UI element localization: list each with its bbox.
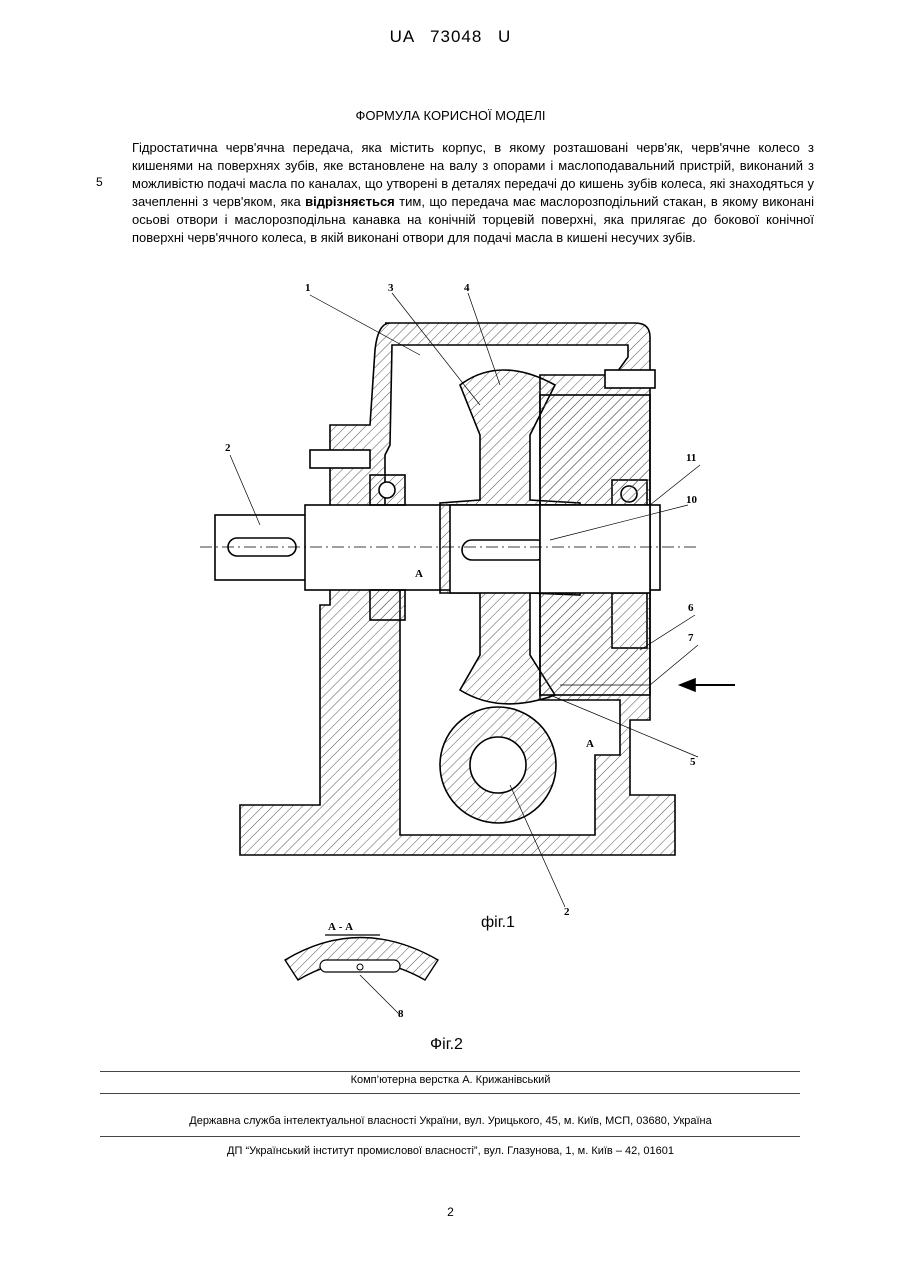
label-11: 11 <box>686 452 696 464</box>
section-title: ФОРМУЛА КОРИСНОЇ МОДЕЛІ <box>0 108 901 123</box>
label-2b: 2 <box>564 906 570 918</box>
label-8: 8 <box>398 1008 404 1020</box>
footer-layout: Комп’ютерна верстка А. Крижанівський <box>0 1074 901 1086</box>
figure-1-caption: фіг.1 <box>481 914 515 932</box>
label-5: 5 <box>690 756 696 768</box>
bolt-top <box>605 370 655 388</box>
leader-8 <box>360 975 400 1015</box>
label-3: 3 <box>388 282 394 294</box>
label-4: 4 <box>464 282 470 294</box>
bearing-ball <box>379 482 395 498</box>
hub-keyway <box>462 540 547 560</box>
bolt-left <box>310 450 370 468</box>
leader-7 <box>650 645 698 685</box>
claim-text: Гідростатична черв'ячна передача, яка мі… <box>132 139 814 247</box>
section-mark-1: A <box>415 568 423 580</box>
label-10: 10 <box>686 494 698 506</box>
fig2-section: А - А 8 <box>285 921 438 1020</box>
footer-institute: ДП “Український інститут промислової вла… <box>0 1145 901 1157</box>
worm-shaft <box>470 737 526 793</box>
label-2: 2 <box>225 442 231 454</box>
footer-rule-3 <box>100 1136 800 1137</box>
patent-number: UA 73048 U <box>0 27 901 47</box>
footer-office: Державна служба інтелектуальної власност… <box>0 1115 901 1127</box>
label-7: 7 <box>688 632 694 644</box>
claim-emphasis: відрізняється <box>305 194 395 209</box>
section-tooth <box>285 938 438 981</box>
label-1: 1 <box>305 282 311 294</box>
line-number: 5 <box>96 175 103 189</box>
footer-rule-1 <box>100 1071 800 1072</box>
cup-bore <box>540 505 650 593</box>
section-aa-title: А - А <box>328 921 353 933</box>
figure-2-caption: Фіг.2 <box>430 1036 463 1054</box>
section-mark-2: A <box>586 738 594 750</box>
bearing-left-bottom <box>370 590 405 620</box>
footer-rule-2 <box>100 1093 800 1094</box>
technical-drawing: 1 3 4 2 11 10 6 7 5 2 A A А - А 8 <box>180 275 740 1035</box>
fig1-assembly <box>200 293 735 907</box>
label-6: 6 <box>688 602 694 614</box>
section-hole <box>357 964 363 970</box>
arrowhead <box>680 679 695 691</box>
page-number: 2 <box>0 1205 901 1219</box>
